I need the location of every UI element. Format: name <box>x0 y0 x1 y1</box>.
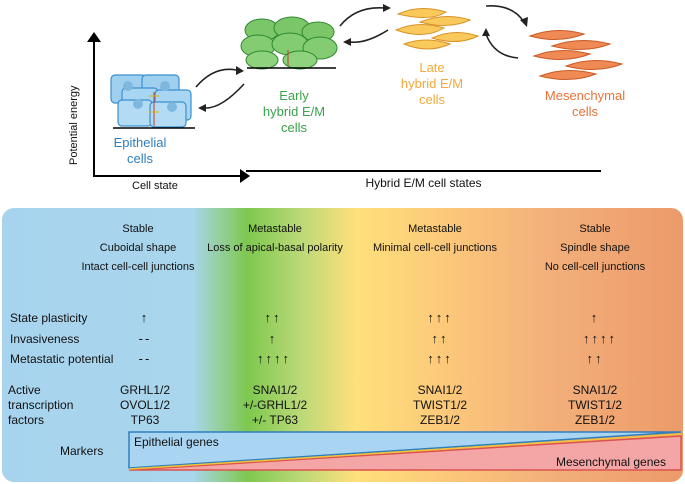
x-axis-label: Cell state <box>132 180 178 192</box>
column-header-epithelial: Stable Cuboidal shape Intact cell-cell j… <box>70 220 206 277</box>
tf-item: OVOL1/2 <box>119 398 171 412</box>
header-line: Stable <box>122 223 154 235</box>
state-label-epithelial: Epithelial cells <box>113 135 167 166</box>
header-line: Metastable <box>408 223 462 235</box>
tf-item: TWIST1/2 <box>412 398 467 412</box>
row-label-invasiveness: Invasiveness <box>10 332 80 346</box>
plasticity-early-hybrid: ↑↑ <box>264 310 282 325</box>
tf-list-mesenchymal: SNAI1/2 TWIST1/2 ZEB1/2 <box>550 383 640 428</box>
metastatic-early-hybrid: ↑↑↑↑ <box>257 351 291 366</box>
epithelial-cells-icon <box>110 74 195 129</box>
tf-list-epithelial: GRHL1/2 OVOL1/2 TP63 <box>100 383 190 428</box>
tf-item: ZEB1/2 <box>419 413 461 427</box>
x-axis-arrowhead <box>240 169 250 183</box>
tf-item: TWIST1/2 <box>567 398 622 412</box>
state-illustration <box>110 4 624 129</box>
row-label-transcription-factors: Active transcription factors <box>8 383 74 427</box>
header-line: No cell-cell junctions <box>544 261 646 273</box>
column-header-mesenchymal: Stable Spindle shape No cell-cell juncti… <box>540 220 650 277</box>
tf-item: SNAI1/2 <box>572 383 618 397</box>
row-label-metastatic: Metastatic potential <box>10 352 114 366</box>
row-label-plasticity: State plasticity <box>10 311 88 325</box>
metastatic-late-hybrid: ↑↑↑ <box>427 351 453 366</box>
header-line: Loss of apical-basal polarity <box>207 242 343 254</box>
tf-item: GRHL1/2 <box>119 383 171 397</box>
mesenchymal-cells-icon <box>528 30 624 80</box>
late-hybrid-cells-icon <box>394 8 480 50</box>
column-header-late-hybrid: Metastable Minimal cell-cell junctions <box>360 220 510 258</box>
invasiveness-epithelial: -- <box>138 331 152 346</box>
tf-item: SNAI1/2 <box>252 383 298 397</box>
header-line: Minimal cell-cell junctions <box>372 242 498 254</box>
state-label-late-hybrid: Late hybrid E/M cells <box>400 60 464 107</box>
state-label-mesenchymal: Mesenchymal cells <box>544 88 626 119</box>
plasticity-mesenchymal: ↑ <box>590 310 600 325</box>
invasiveness-mesenchymal: ↑↑↑↑ <box>583 331 617 346</box>
invasiveness-early-hybrid: ↑ <box>268 331 278 346</box>
early-hybrid-cells-icon <box>240 16 338 70</box>
header-line: Intact cell-cell junctions <box>81 261 195 273</box>
epithelial-genes-label: Epithelial genes <box>134 435 219 449</box>
header-line: Spindle shape <box>560 242 630 254</box>
tf-list-late-hybrid: SNAI1/2 TWIST1/2 ZEB1/2 <box>395 383 485 428</box>
transition-arrows <box>195 5 525 109</box>
metastatic-epithelial: -- <box>138 351 152 366</box>
plasticity-epithelial: ↑ <box>140 310 150 325</box>
hybrid-range-line <box>246 170 601 172</box>
column-header-early-hybrid: Metastable Loss of apical-basal polarity <box>200 220 350 258</box>
tf-item: TP63 <box>130 413 160 427</box>
y-axis-arrowhead <box>87 32 101 42</box>
y-axis <box>93 40 95 176</box>
invasiveness-late-hybrid: ↑↑ <box>431 331 449 346</box>
tf-item: +/- TP63 <box>251 413 299 427</box>
mesenchymal-genes-label: Mesenchymal genes <box>556 455 667 469</box>
header-line: Metastable <box>248 223 302 235</box>
tf-list-early-hybrid: SNAI1/2 +/-GRHL1/2 +/- TP63 <box>225 383 325 428</box>
state-label-early-hybrid: Early hybrid E/M cells <box>262 88 326 135</box>
plasticity-late-hybrid: ↑↑↑ <box>427 310 453 325</box>
header-line: Cuboidal shape <box>99 242 177 254</box>
tf-item: SNAI1/2 <box>417 383 463 397</box>
marker-wedges <box>128 431 682 471</box>
metastatic-mesenchymal: ↑↑ <box>586 351 604 366</box>
tf-item: +/-GRHL1/2 <box>242 398 308 412</box>
header-line: Stable <box>579 223 611 235</box>
x-axis <box>93 175 243 177</box>
hybrid-states-label: Hybrid E/M cell states <box>365 176 482 190</box>
row-label-markers: Markers <box>60 444 104 458</box>
tf-item: ZEB1/2 <box>574 413 616 427</box>
